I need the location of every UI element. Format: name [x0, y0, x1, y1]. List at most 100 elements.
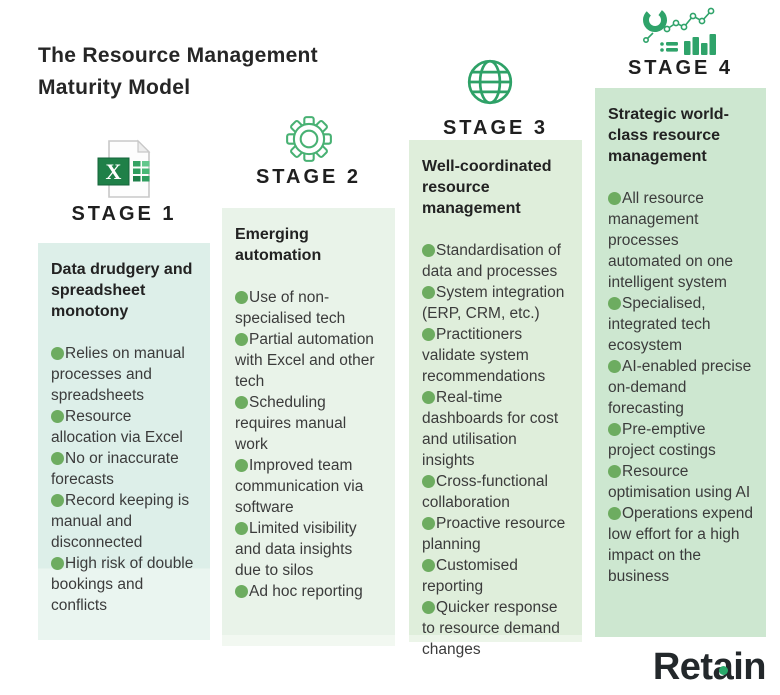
- logo-text: Ret: [652, 646, 713, 688]
- list-item: Specialised, integrated tech ecosystem: [608, 293, 753, 356]
- stage-1-label: STAGE 1: [71, 203, 177, 225]
- bullet-dot-icon: [608, 464, 621, 478]
- bullet-text: Relies on manual processes and spreadshe…: [51, 345, 185, 404]
- list-item: Improved team communication via software: [235, 455, 382, 518]
- stage-4-bullet-list: All resource management processes automa…: [608, 188, 753, 587]
- bullet-dot-icon: [422, 600, 435, 614]
- list-item: Quicker response to resource demand chan…: [422, 597, 569, 660]
- list-item: Cross-functional collaboration: [422, 471, 569, 513]
- bullet-dot-icon: [51, 493, 64, 507]
- bullet-dot-icon: [235, 395, 248, 409]
- bullet-dot-icon: [422, 558, 435, 572]
- stage-3-panel: Well-coordinated resource management Sta…: [409, 140, 582, 658]
- bullet-dot-icon: [608, 296, 621, 310]
- stage-2-panel: Emerging automation Use of non-specialis…: [222, 208, 395, 646]
- list-item: Customised reporting: [422, 555, 569, 597]
- bullet-text: Pre-emptive project costings: [608, 421, 716, 459]
- bullet-text: Customised reporting: [422, 557, 518, 595]
- list-item: No or inaccurate forecasts: [51, 448, 197, 490]
- list-item: High risk of double bookings and conflic…: [51, 553, 197, 616]
- stage-1-heading: Data drudgery and spreadsheet monotony: [51, 261, 193, 320]
- bullet-dot-icon: [608, 191, 621, 205]
- bullet-text: Limited visibility and data insights due…: [235, 520, 357, 579]
- bullet-dot-icon: [422, 516, 435, 530]
- bullet-text: High risk of double bookings and conflic…: [51, 555, 194, 614]
- stage-2-bullet-list: Use of non-specialised tech Partial auto…: [235, 287, 382, 602]
- bullet-dot-icon: [235, 290, 248, 304]
- analytics-icon: [640, 6, 722, 56]
- list-item: Resource allocation via Excel: [51, 406, 197, 448]
- bullet-dot-icon: [422, 327, 435, 341]
- bullet-text: Proactive resource planning: [422, 515, 566, 553]
- list-item: Limited visibility and data insights due…: [235, 518, 382, 581]
- stage-4-panel: Strategic world-class resource managemen…: [595, 88, 766, 637]
- list-item: Partial automation with Excel and other …: [235, 329, 382, 392]
- logo-green-dot-icon: [718, 666, 728, 676]
- bullet-dot-icon: [608, 506, 621, 520]
- logo-text: in: [733, 646, 766, 688]
- bullet-text: Resource allocation via Excel: [51, 408, 183, 446]
- bullet-dot-icon: [422, 474, 435, 488]
- stage-1-bullet-list: Relies on manual processes and spreadshe…: [51, 343, 197, 616]
- list-item: AI-enabled precise on-demand forecasting: [608, 356, 753, 419]
- bullet-text: Resource optimisation using AI: [608, 463, 751, 501]
- retain-logo: Retain: [652, 646, 767, 689]
- bullet-text: Partial automation with Excel and other …: [235, 331, 375, 390]
- stage-1-panel: Data drudgery and spreadsheet monotony R…: [38, 243, 210, 640]
- stage-2-label: STAGE 2: [255, 166, 362, 188]
- list-item: Practitioners validate system recommenda…: [422, 324, 569, 387]
- stage-4-heading: Strategic world-class resource managemen…: [608, 106, 729, 165]
- bullet-text: Standardisation of data and processes: [422, 242, 561, 280]
- bullet-text: Quicker response to resource demand chan…: [422, 599, 560, 658]
- bullet-dot-icon: [235, 584, 248, 598]
- list-item: Record keeping is manual and disconnecte…: [51, 490, 197, 553]
- bullet-dot-icon: [235, 332, 248, 346]
- list-item: System integration (ERP, CRM, etc.): [422, 282, 569, 324]
- page-title: The Resource Management Maturity Model: [38, 44, 318, 99]
- bullet-text: Specialised, integrated tech ecosystem: [608, 295, 711, 354]
- bullet-dot-icon: [51, 409, 64, 423]
- list-item: All resource management processes automa…: [608, 188, 753, 293]
- bullet-text: Record keeping is manual and disconnecte…: [51, 492, 190, 551]
- list-item: Real-time dashboards for cost and utilis…: [422, 387, 569, 471]
- list-item: Pre-emptive project costings: [608, 419, 753, 461]
- globe-icon: [464, 56, 516, 108]
- bullet-text: Real-time dashboards for cost and utilis…: [422, 389, 559, 469]
- bullet-text: Practitioners validate system recommenda…: [422, 326, 546, 385]
- bullet-dot-icon: [235, 458, 248, 472]
- list-item: Scheduling requires manual work: [235, 392, 382, 455]
- bullet-dot-icon: [235, 521, 248, 535]
- logo-letter-a: a: [713, 646, 734, 689]
- gear-icon: [282, 114, 336, 164]
- bullet-text: No or inaccurate forecasts: [51, 450, 179, 488]
- list-item: Use of non-specialised tech: [235, 287, 382, 329]
- bullet-dot-icon: [608, 359, 621, 373]
- stage-2-heading: Emerging automation: [235, 226, 322, 264]
- bullet-text: Improved team communication via software: [235, 457, 364, 516]
- bullet-dot-icon: [51, 451, 64, 465]
- stage-3-bullet-list: Standardisation of data and processes Sy…: [422, 240, 569, 660]
- bullet-text: Ad hoc reporting: [249, 583, 363, 600]
- stage-4-label: STAGE 4: [627, 57, 734, 79]
- list-item: Ad hoc reporting: [235, 581, 382, 602]
- bullet-dot-icon: [422, 285, 435, 299]
- list-item: Proactive resource planning: [422, 513, 569, 555]
- bullet-dot-icon: [422, 243, 435, 257]
- list-item: Standardisation of data and processes: [422, 240, 569, 282]
- bullet-text: System integration (ERP, CRM, etc.): [422, 284, 565, 322]
- excel-file-icon: X: [86, 138, 162, 200]
- bullet-text: Use of non-specialised tech: [235, 289, 346, 327]
- stage-3-heading: Well-coordinated resource management: [422, 158, 552, 217]
- bullet-text: AI-enabled precise on-demand forecasting: [608, 358, 752, 417]
- stage-3-label: STAGE 3: [442, 117, 549, 139]
- bullet-dot-icon: [51, 346, 64, 360]
- list-item: Resource optimisation using AI: [608, 461, 753, 503]
- list-item: Operations expend low effort for a high …: [608, 503, 753, 587]
- bullet-text: Operations expend low effort for a high …: [608, 505, 753, 585]
- bullet-dot-icon: [608, 422, 621, 436]
- bullet-dot-icon: [51, 556, 64, 570]
- bullet-text: All resource management processes automa…: [608, 190, 733, 291]
- list-item: Relies on manual processes and spreadshe…: [51, 343, 197, 406]
- bullet-dot-icon: [422, 390, 435, 404]
